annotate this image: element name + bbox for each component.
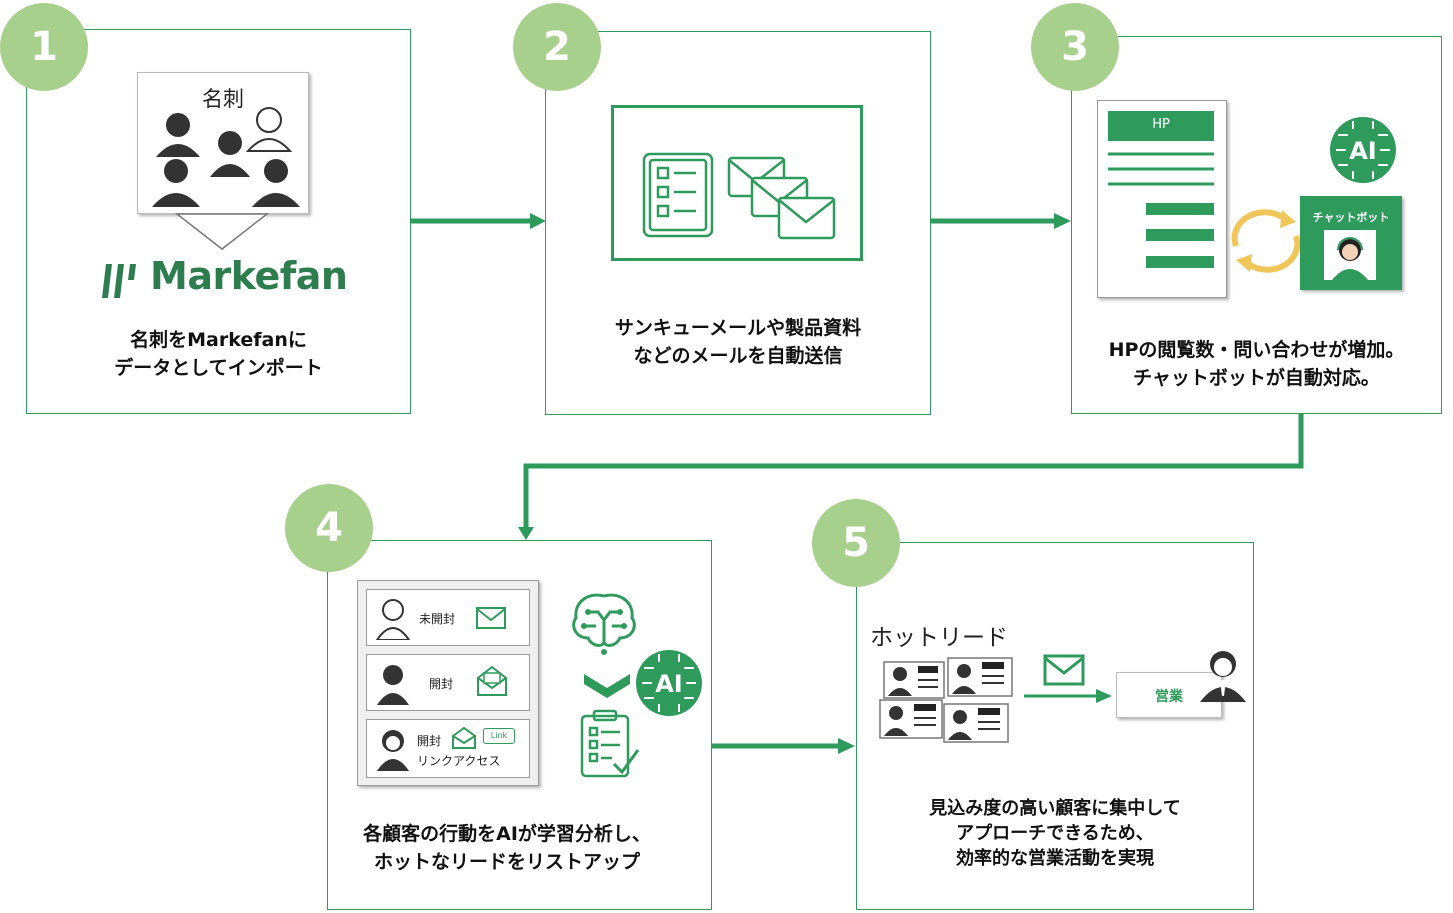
- open-mail-icon: [452, 726, 476, 749]
- person-icon-5: [252, 159, 300, 207]
- email-screen: [611, 105, 863, 261]
- row-status: 開封: [429, 677, 454, 691]
- hot-lead-label: ホットリード: [870, 625, 1008, 651]
- step-4-caption-line-1: 各顧客の行動をAIが学習分析し、: [363, 823, 651, 845]
- step-1-caption: 名刺をMarkefanに データとしてインポート: [26, 326, 411, 382]
- step-5-caption-line-3: 効率的な営業活動を実現: [956, 848, 1154, 869]
- lead-cards-icon: [879, 657, 1013, 743]
- document-and-mail-icons: [642, 152, 836, 240]
- hp-content-lines: [1108, 152, 1214, 268]
- sales-box: 営業: [1116, 672, 1222, 718]
- step-4-number: 4: [285, 484, 373, 572]
- step-1-caption-line-2: データとしてインポート: [114, 357, 323, 379]
- step-1-caption-line-1: 名刺をMarkefanに: [130, 329, 307, 351]
- mail-icon: [476, 607, 506, 629]
- person-outline-icon: [375, 599, 411, 640]
- person-icon-4: [152, 159, 200, 207]
- ai-chip-icon: AI: [1330, 117, 1396, 183]
- lead-card-4: [943, 703, 1009, 743]
- hp-label: HP: [1152, 117, 1170, 132]
- arrow-to-sales: [1024, 689, 1112, 703]
- step-5-caption: 見込み度の高い顧客に集中して アプローチできるため、 効率的な営業活動を実現: [856, 796, 1254, 871]
- row-extra: リンクアクセス: [417, 754, 501, 768]
- step-4-caption: 各顧客の行動をAIが学習分析し、 ホットなリードをリストアップ: [327, 820, 687, 876]
- sync-arrows-icon: [1231, 209, 1301, 273]
- lead-card-1: [883, 661, 945, 699]
- arrow-1-to-2: [410, 213, 546, 229]
- customer-row: 未開封: [366, 589, 530, 646]
- link-badge: Link: [483, 728, 515, 744]
- brain-circuit-icon: [572, 593, 636, 655]
- markefan-logo-text: Markefan: [150, 254, 348, 298]
- customer-list: 未開封 開封 開封 Link リンクアクセス: [357, 580, 539, 786]
- step-3-caption: HPの閲覧数・問い合わせが増加。 チャットボットが自動対応。: [1071, 336, 1442, 392]
- arrow-2-to-3: [931, 213, 1071, 229]
- chatbot-label: チャットボット: [1312, 211, 1390, 224]
- step-4-caption-line-2: ホットなリードをリストアップ: [373, 851, 640, 873]
- ai-chip-icon: AI: [636, 650, 702, 716]
- arrow-3-to-4: [518, 414, 1304, 540]
- row-status: 未開封: [419, 612, 456, 626]
- lead-card-3: [879, 699, 943, 739]
- step-5-number: 5: [812, 499, 900, 587]
- person-icon-3: [210, 131, 250, 177]
- card-title: 名刺: [202, 87, 244, 111]
- person-icon-1: [156, 113, 200, 157]
- step-1-number: 1: [0, 3, 88, 91]
- step-2-caption-line-1: サンキューメールや製品資料: [614, 317, 862, 339]
- person-female-icon: [377, 730, 409, 771]
- business-card: 名刺: [137, 72, 309, 214]
- down-arrow: [174, 213, 270, 250]
- salesperson-icon: [1200, 651, 1246, 702]
- people-icons: [152, 107, 300, 207]
- hp-header-bar: [1108, 111, 1214, 141]
- markefan-logo-mark: [102, 264, 136, 298]
- step-2-box: [545, 31, 931, 415]
- step-5-caption-line-1: 見込み度の高い顧客に集中して: [929, 798, 1181, 819]
- step-3-number: 3: [1031, 3, 1119, 91]
- markefan-logo: Markefan: [98, 254, 358, 306]
- customer-row: 開封 Link リンクアクセス: [366, 719, 530, 778]
- mail-icon-3: [777, 196, 836, 240]
- ai-chip-label: AI: [655, 670, 683, 698]
- step-3-caption-line-2: チャットボットが自動対応。: [1133, 367, 1380, 389]
- document-list-icon: [642, 152, 714, 238]
- clipboard-checklist-icon: [580, 709, 640, 778]
- person-icon: [377, 665, 409, 705]
- open-mail-icon: [477, 665, 507, 696]
- hp-page: HP: [1097, 100, 1227, 298]
- step-2-caption-line-2: などのメールを自動送信: [633, 345, 843, 367]
- arrow-4-to-5: [712, 738, 855, 754]
- operator-icon: [1324, 230, 1376, 280]
- mail-icon: [1043, 654, 1085, 686]
- chatbot-panel: チャットボット: [1300, 196, 1402, 290]
- lead-card-2: [947, 657, 1013, 697]
- sales-label: 営業: [1155, 689, 1183, 705]
- row-status: 開封: [417, 734, 442, 748]
- step-3-caption-line-1: HPの閲覧数・問い合わせが増加。: [1108, 339, 1405, 361]
- ai-chip-label: AI: [1349, 137, 1377, 165]
- step-5-caption-line-2: アプローチできるため、: [956, 823, 1154, 844]
- step-2-number: 2: [513, 3, 601, 91]
- step-2-caption: サンキューメールや製品資料 などのメールを自動送信: [545, 314, 931, 370]
- customer-row: 開封: [366, 654, 530, 711]
- chevron-down-icon: [584, 674, 630, 698]
- person-icon-2: [245, 107, 293, 152]
